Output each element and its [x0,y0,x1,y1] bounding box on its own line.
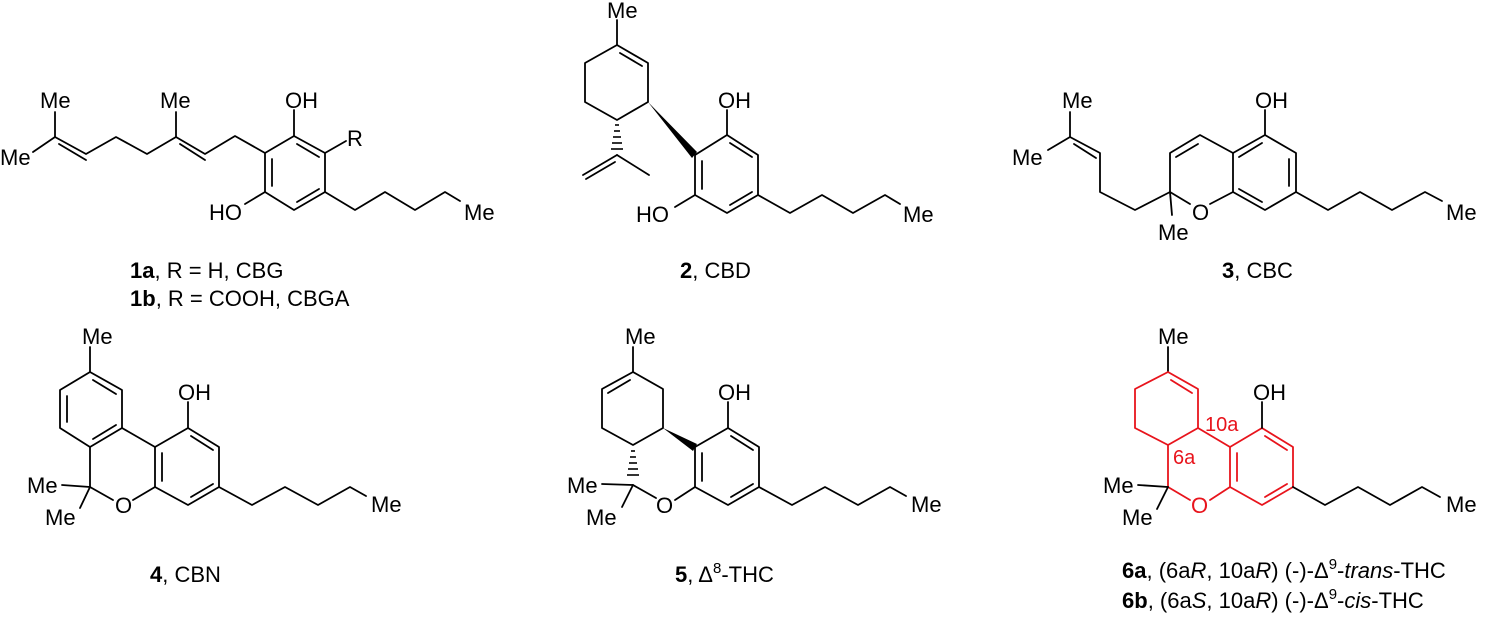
atom-label-me: Me [45,505,76,530]
caption-6b: 6b, (6aS, 10aR) (-)-Δ9-cis-THC [1122,586,1424,613]
caption-5: 5, Δ8-THC [675,560,774,587]
atom-label-o: O [1191,493,1208,518]
atom-label-me: Me [1158,220,1189,245]
atom-label-me: Me [625,324,656,349]
atom-label-me: Me [1446,492,1477,517]
atom-label-me: Me [40,88,71,113]
atom-label-me: Me [1012,145,1043,170]
atom-label-me: Me [567,473,598,498]
atom-label-ho: HO [636,202,669,227]
caption-1a: 1a, R = H, CBG [130,258,283,283]
caption-1b: 1b, R = COOH, CBGA [130,286,350,311]
atom-label-me: Me [911,492,942,517]
atom-label-oh: OH [285,88,318,113]
locant-10a: 10a [1205,414,1239,436]
atom-label-o: O [1192,200,1209,225]
atom-label-me: Me [82,324,113,349]
atom-label-oh: OH [718,88,751,113]
atom-label-me: Me [371,492,402,517]
compound-5-structure: Me OH Me Me O Me [567,324,942,530]
atom-label-me: Me [1158,324,1189,349]
atom-label-me: Me [607,0,638,23]
atom-label-oh: OH [1253,380,1286,405]
atom-label-me: Me [903,202,934,227]
compound-6-structure: Me OH Me Me O Me 10a 6a [1103,324,1477,530]
caption-3: 3, CBC [1222,258,1293,283]
compound-1-structure: Me Me Me OH R HO Me [0,88,495,225]
atom-label-ho: HO [209,200,242,225]
atom-label-me: Me [586,505,617,530]
atom-label-r: R [347,126,363,151]
atom-label-me: Me [160,88,191,113]
locant-6a: 6a [1173,447,1196,469]
caption-6a: 6a, (6aR, 10aR) (-)-Δ9-trans-THC [1122,556,1446,583]
atom-label-me: Me [1446,200,1477,225]
atom-label-me: Me [0,145,31,170]
atom-label-oh: OH [178,380,211,405]
atom-label-me: Me [1062,88,1093,113]
caption-2: 2, CBD [680,258,751,283]
caption-4: 4, CBN [150,562,221,587]
atom-label-oh: OH [1255,88,1288,113]
atom-label-o: O [656,493,673,518]
compound-4-structure: Me OH Me Me O Me [27,324,402,530]
atom-label-o: O [115,493,132,518]
atom-label-me: Me [464,200,495,225]
atom-label-me: Me [1122,505,1153,530]
atom-label-me: Me [1103,473,1134,498]
atom-label-me: Me [27,473,58,498]
compound-2-structure: Me OH HO Me [582,0,934,227]
compound-3-structure: Me Me OH O Me Me [1012,88,1477,245]
atom-label-oh: OH [718,380,751,405]
